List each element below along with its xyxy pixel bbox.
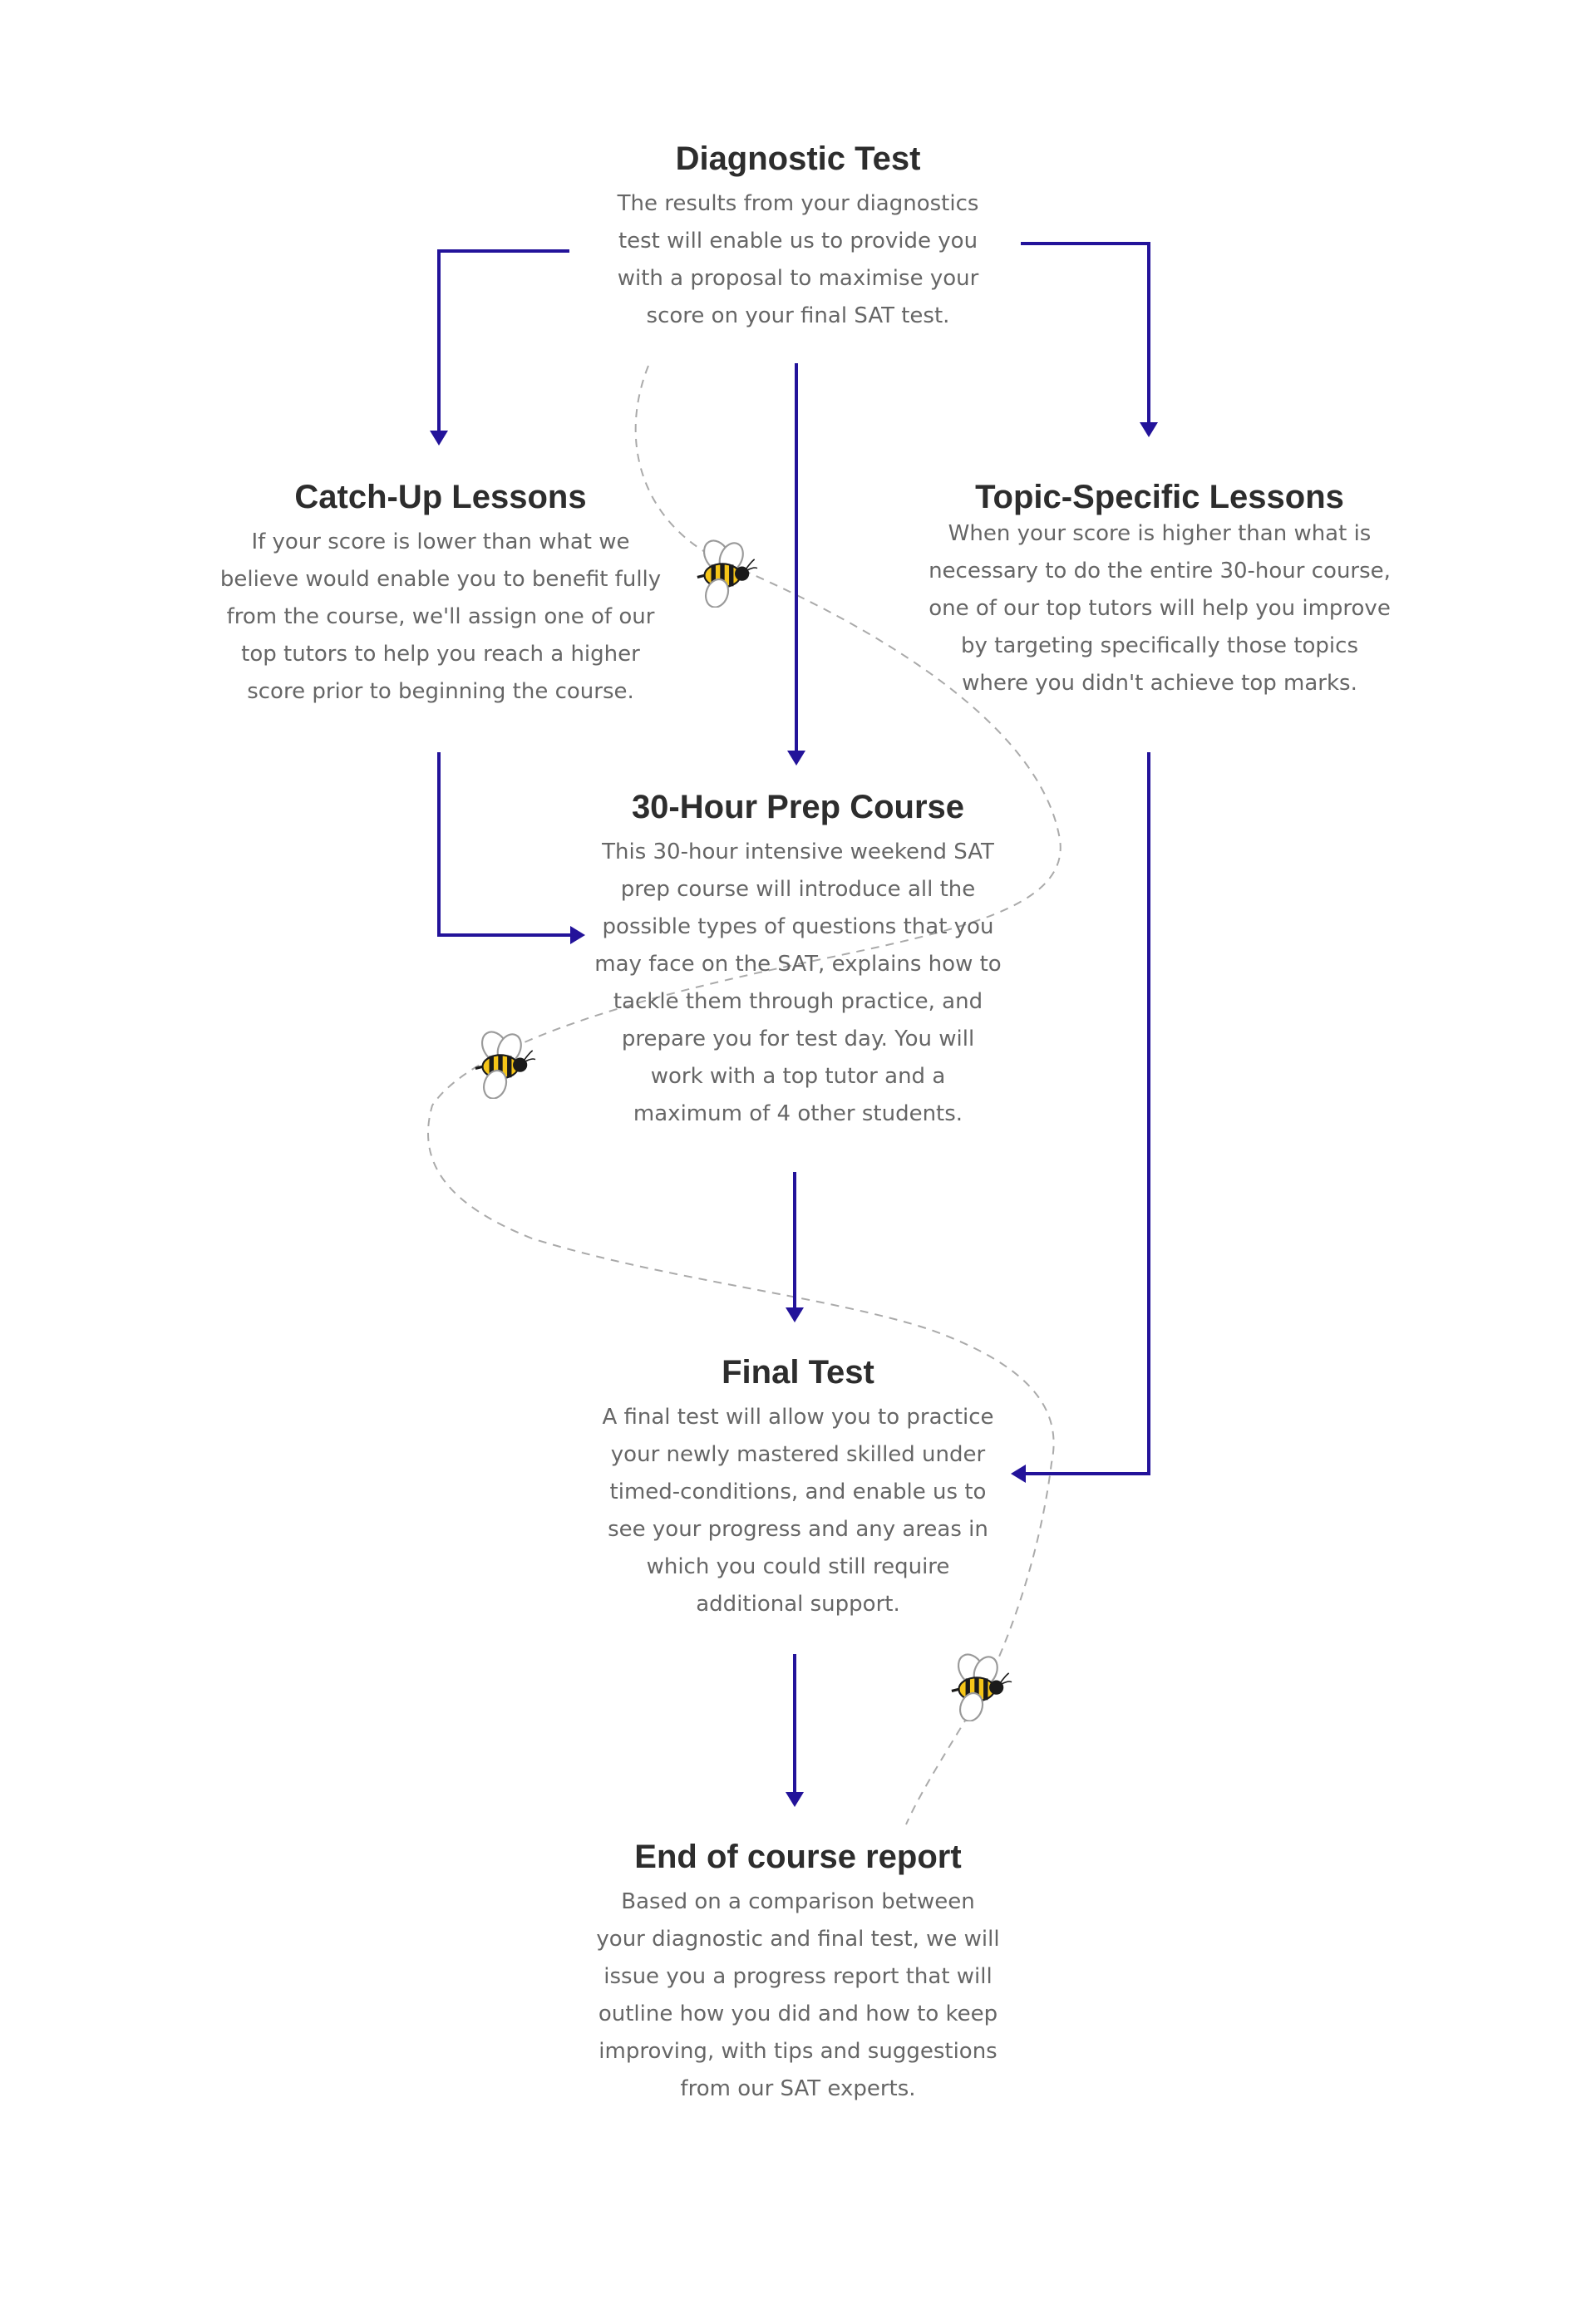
connector-line [1021,242,1150,424]
arrowhead-icon [786,1307,804,1322]
connector-final-to-report [786,1654,804,1807]
connector-line [1024,752,1150,1475]
connector-diagnostic-to-topic [1021,242,1158,437]
arrowhead-icon [787,751,805,766]
step-catch-up-lessons: Catch-Up Lessons If your score is lower … [191,475,690,711]
step-30-hour-prep-course: 30-Hour Prep Course This 30-hour intensi… [540,785,1056,1133]
step-final-test: Final Test A final test will allow you t… [549,1351,1047,1623]
connector-topic-to-final [1011,752,1150,1483]
flow-connectors [430,242,1158,1807]
step-title: Catch-Up Lessons [294,479,587,515]
bee-icon [475,1027,535,1101]
step-description: The results from your diagnostics test w… [617,191,979,328]
arrowhead-icon [430,431,448,446]
bee-icon [697,536,757,610]
arrowhead-icon [1011,1465,1026,1483]
arrowhead-icon [1140,422,1158,437]
step-description: Based on a comparison between your diagn… [596,1889,1000,2101]
bee-icon [952,1650,1012,1724]
arrowhead-icon [570,926,585,944]
step-title: Diagnostic Test [675,140,921,177]
step-title: Final Test [722,1354,874,1391]
connector-diagnostic-to-catchup [430,249,569,446]
arrowhead-icon [786,1792,804,1807]
step-description: If your score is lower than what we beli… [219,529,662,704]
step-title: 30-Hour Prep Course [631,789,965,825]
connector-prep-to-final [786,1172,804,1322]
step-description: A final test will allow you to practice … [602,1405,994,1617]
connector-catchup-to-prep [437,752,585,944]
connector-line [437,752,572,937]
step-diagnostic-test: Diagnostic Test The results from your di… [582,137,1014,335]
connector-line [437,249,569,432]
step-topic-specific-lessons: Topic-Specific Lessons When your score i… [898,475,1421,702]
step-description: This 30-hour intensive weekend SAT prep … [594,839,1002,1126]
step-description: When your score is higher than what is n… [929,521,1391,696]
step-title: Topic-Specific Lessons [975,479,1344,515]
connector-diagnostic-to-prep [787,363,805,766]
step-end-of-course-report: End of course report Based on a comparis… [549,1835,1047,2108]
step-title: End of course report [634,1839,962,1875]
